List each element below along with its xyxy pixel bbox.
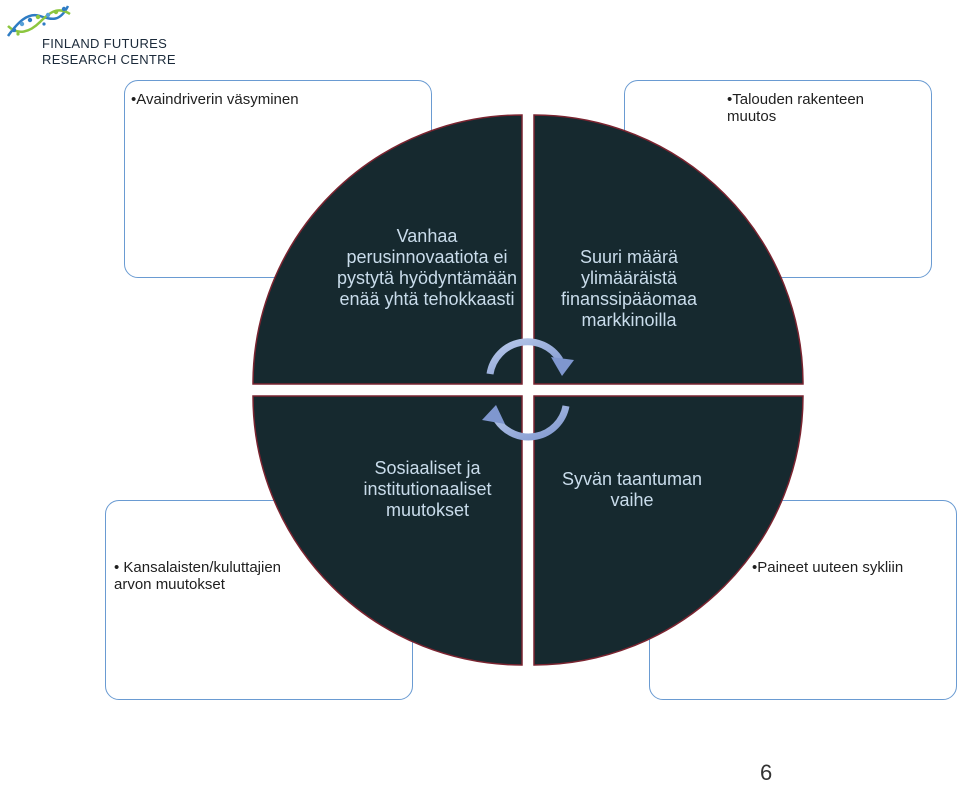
logo-line-1: FINLAND FUTURES xyxy=(42,36,168,51)
quadrant-top-left xyxy=(252,114,523,385)
quadrant-bottom-right xyxy=(533,395,804,666)
quadrant-top-left-text: Vanhaa perusinnovaatiota ei pystytä hyöd… xyxy=(336,226,518,309)
corner-box-bottom-right-text: •Paineet uuteen sykliin xyxy=(752,559,904,576)
corner-box-top-right-text: •Talouden rakenteen muutos xyxy=(727,91,865,125)
page-number: 6 xyxy=(760,760,773,785)
corner-box-top-left-text: •Avaindriverin väsyminen xyxy=(131,91,299,108)
quadrant-bottom-left-text: Sosiaaliset ja institutionaaliset muutok… xyxy=(363,458,492,520)
cycle-arrow-icon xyxy=(482,338,574,441)
dna-helix-icon xyxy=(6,5,71,37)
quadrant-bottom-left xyxy=(252,395,523,666)
logo-line-2: RESEARCH CENTRE xyxy=(42,52,176,67)
quadrant-top-right-text: Suuri määrä ylimääräistä finanssipääomaa… xyxy=(560,247,698,330)
corner-box-bottom-left-text: • Kansalaisten/kuluttajien arvon muutoks… xyxy=(114,559,282,593)
finland-futures-logo: FINLAND FUTURES RESEARCH CENTRE xyxy=(4,2,184,66)
quadrant-bottom-right-text: Syvän taantuman vaihe xyxy=(561,469,703,510)
quadrant-top-right xyxy=(533,114,804,385)
